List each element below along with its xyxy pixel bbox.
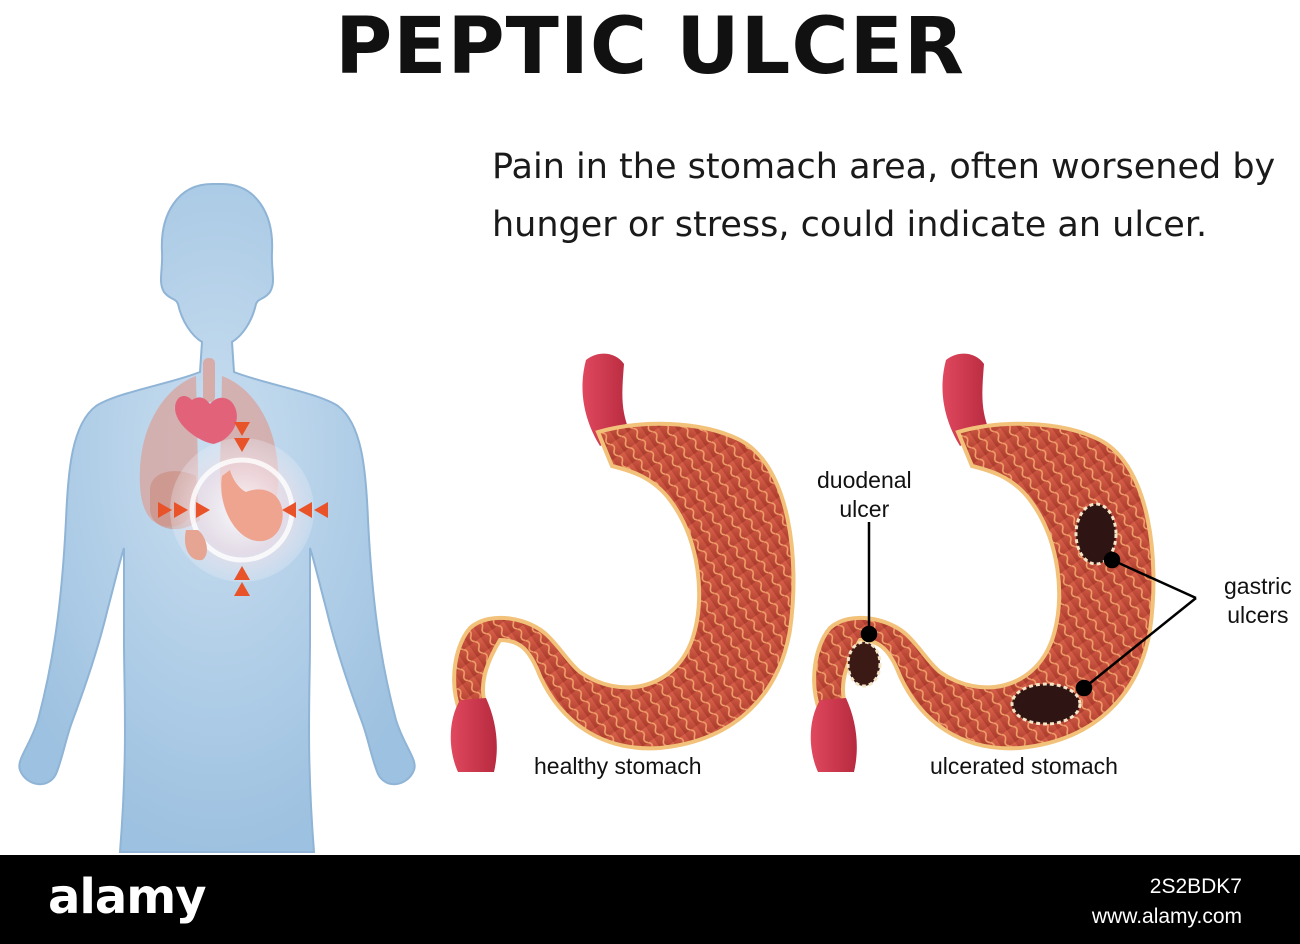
- duodenal-label-line-1: duodenal: [817, 467, 912, 493]
- healthy-stomach: [450, 353, 796, 772]
- gastric-label-line-1: gastric: [1224, 573, 1292, 599]
- human-body-figure: [18, 183, 416, 853]
- gastric-ulcers-label: gastric ulcers: [1224, 572, 1292, 630]
- watermark-footer: alamy 2S2BDK7 www.alamy.com: [0, 855, 1300, 944]
- gastric-label-line-2: ulcers: [1227, 602, 1289, 628]
- ulcerated-duodenum: [810, 698, 857, 772]
- duodenal-ulcer-lesion: [846, 640, 882, 688]
- ulcerated-stomach-body: [812, 421, 1156, 751]
- heart: [175, 395, 237, 444]
- duodenal-label-line-2: ulcer: [839, 496, 890, 522]
- ulcerated-stomach: [810, 353, 1156, 772]
- healthy-stomach-body: [452, 421, 796, 751]
- image-id: 2S2BDK7: [1149, 875, 1242, 898]
- healthy-esophagus: [582, 353, 630, 446]
- duodenal-ulcer-label: duodenal ulcer: [817, 466, 912, 524]
- ulcerated-esophagus: [942, 353, 990, 446]
- description-line-1: Pain in the stomach area, often worsened…: [492, 147, 1276, 187]
- diagram-title: PEPTIC ULCER: [335, 2, 965, 92]
- stomach-in-body: [221, 470, 283, 542]
- description: Pain in the stomach area, often worsened…: [492, 138, 1282, 254]
- leader-lines: [860, 522, 1197, 697]
- healthy-stomach-label: healthy stomach: [534, 753, 702, 779]
- healthy-duodenum: [450, 698, 497, 772]
- trachea: [203, 358, 215, 402]
- gastric-ulcer-upper: [1074, 502, 1118, 566]
- pain-arrows: [158, 422, 328, 596]
- ulcerated-stomach-label: ulcerated stomach: [930, 753, 1118, 779]
- footer-url[interactable]: www.alamy.com: [1091, 905, 1242, 928]
- gastric-ulcer-lower: [1010, 682, 1082, 726]
- description-line-2: hunger or stress, could indicate an ulce…: [492, 205, 1208, 245]
- brand-logo: alamy: [48, 869, 207, 925]
